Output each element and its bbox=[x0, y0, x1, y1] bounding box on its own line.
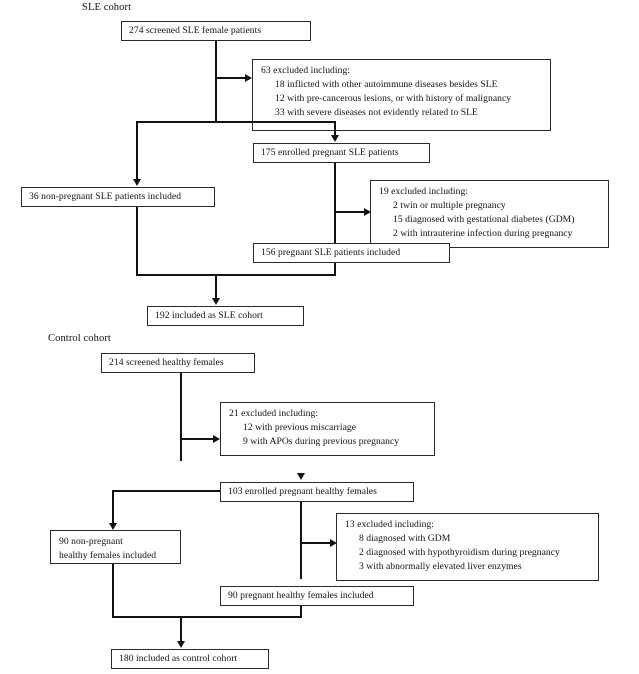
arrow-control-enrolled bbox=[296, 473, 305, 480]
node-control-screened-label: 214 screened healthy females bbox=[109, 357, 224, 369]
node-control-pregnant: 90 pregnant healthy females included bbox=[220, 586, 414, 606]
node-sle-enrolled-label: 175 enrolled pregnant SLE patients bbox=[261, 147, 399, 159]
connector-control-split-h bbox=[112, 490, 302, 492]
connector-sle-split-right-v bbox=[334, 121, 336, 137]
node-sle-excluded1-header: 63 excluded including: bbox=[261, 65, 351, 76]
node-control-excluded1-item-1: 9 with APOs during previous pregnancy bbox=[243, 435, 400, 447]
arrow-control-final bbox=[176, 641, 185, 648]
arrow-control-excluded2 bbox=[330, 538, 337, 547]
connector-sle-nonpregnant-down bbox=[136, 207, 138, 276]
connector-sle-enrolled-down bbox=[334, 163, 336, 243]
connector-sle-split-left-v bbox=[136, 121, 138, 181]
node-control-nonpregnant: 90 non-pregnant healthy females included bbox=[50, 530, 181, 564]
node-control-final-label: 180 included as control cohort bbox=[119, 653, 238, 665]
node-sle-screened-label: 274 screened SLE female patients bbox=[129, 25, 262, 37]
node-control-screened: 214 screened healthy females bbox=[101, 353, 255, 373]
node-control-final: 180 included as control cohort bbox=[111, 649, 269, 669]
control-cohort-section-label: Control cohort bbox=[48, 333, 111, 344]
node-control-nonpregnant-line1: 90 non-pregnant bbox=[59, 536, 123, 547]
connector-control-nonpregnant-down bbox=[112, 564, 114, 618]
connector-control-merge-h bbox=[112, 616, 302, 618]
connector-control-enrolled-down bbox=[300, 502, 302, 579]
connector-sle-excluded1-h bbox=[215, 77, 248, 79]
connector-sle-split-h bbox=[136, 121, 336, 123]
node-sle-pregnant: 156 pregnant SLE patients included bbox=[253, 243, 450, 263]
node-sle-excluded2-item-1: 15 diagnosed with gestational diabetes (… bbox=[393, 213, 575, 225]
node-control-excluded2-item-1: 2 diagnosed with hypothyroidism during p… bbox=[359, 546, 560, 558]
node-sle-pregnant-label: 156 pregnant SLE patients included bbox=[261, 247, 401, 259]
node-sle-excluded2-item-0: 2 twin or multiple pregnancy bbox=[393, 199, 506, 211]
arrow-sle-nonpregnant bbox=[132, 179, 141, 186]
node-control-pregnant-label: 90 pregnant healthy females included bbox=[228, 590, 374, 602]
node-sle-excluded1-item-2: 33 with severe diseases not evidently re… bbox=[275, 106, 478, 118]
node-control-excluded2-item-2: 3 with abnormally elevated liver enzymes bbox=[359, 560, 522, 572]
node-sle-screened: 274 screened SLE female patients bbox=[121, 21, 311, 41]
node-control-excluded1-item-0: 12 with previous miscarriage bbox=[243, 421, 357, 433]
node-sle-final: 192 included as SLE cohort bbox=[147, 306, 304, 326]
node-sle-excluded2-header: 19 excluded including: bbox=[379, 186, 469, 197]
node-sle-final-label: 192 included as SLE cohort bbox=[155, 310, 263, 322]
node-sle-excluded2-item-2: 2 with intrauterine infection during pre… bbox=[393, 227, 573, 239]
connector-sle-final-v bbox=[215, 274, 217, 300]
arrow-sle-enrolled bbox=[330, 135, 339, 142]
arrow-sle-excluded2 bbox=[364, 207, 371, 216]
connector-control-excluded2-h bbox=[300, 542, 333, 544]
arrow-sle-final bbox=[211, 298, 220, 305]
node-sle-nonpregnant-label: 36 non-pregnant SLE patients included bbox=[29, 191, 182, 203]
node-control-excluded1: 21 excluded including: 12 with previous … bbox=[220, 402, 435, 456]
node-control-nonpregnant-line2: healthy females included bbox=[59, 549, 157, 561]
connector-sle-merge-h bbox=[136, 274, 336, 276]
node-control-excluded2: 13 excluded including: 8 diagnosed with … bbox=[336, 513, 599, 581]
node-sle-enrolled: 175 enrolled pregnant SLE patients bbox=[253, 143, 430, 163]
node-sle-excluded1: 63 excluded including: 18 inflicted with… bbox=[252, 59, 551, 131]
node-sle-excluded1-item-1: 12 with pre-cancerous lesions, or with h… bbox=[275, 92, 512, 104]
connector-control-excluded1-h bbox=[180, 438, 216, 440]
connector-control-screened-trunk bbox=[180, 373, 182, 461]
node-control-excluded2-header: 13 excluded including: bbox=[345, 519, 435, 530]
arrow-control-excluded1 bbox=[213, 434, 220, 443]
connector-sle-pregnant-down bbox=[334, 263, 336, 276]
node-control-enrolled-label: 103 enrolled pregnant healthy females bbox=[228, 486, 377, 498]
node-sle-excluded2: 19 excluded including: 2 twin or multipl… bbox=[370, 180, 609, 248]
arrow-sle-excluded1 bbox=[245, 73, 252, 82]
node-control-enrolled: 103 enrolled pregnant healthy females bbox=[220, 482, 414, 502]
node-control-excluded2-item-0: 8 diagnosed with GDM bbox=[359, 532, 451, 544]
connector-control-final-v bbox=[180, 616, 182, 643]
node-control-excluded1-header: 21 excluded including: bbox=[229, 408, 319, 419]
arrow-control-nonpregnant bbox=[108, 523, 117, 530]
connector-control-pregnant-down bbox=[300, 606, 302, 618]
node-sle-nonpregnant: 36 non-pregnant SLE patients included bbox=[21, 187, 215, 207]
connector-sle-screened-trunk bbox=[215, 41, 217, 122]
connector-sle-excluded2-h bbox=[334, 211, 367, 213]
connector-control-split-left-v bbox=[112, 490, 114, 525]
sle-cohort-section-label: SLE cohort bbox=[82, 2, 132, 13]
node-sle-excluded1-item-0: 18 inflicted with other autoimmune disea… bbox=[275, 78, 498, 90]
